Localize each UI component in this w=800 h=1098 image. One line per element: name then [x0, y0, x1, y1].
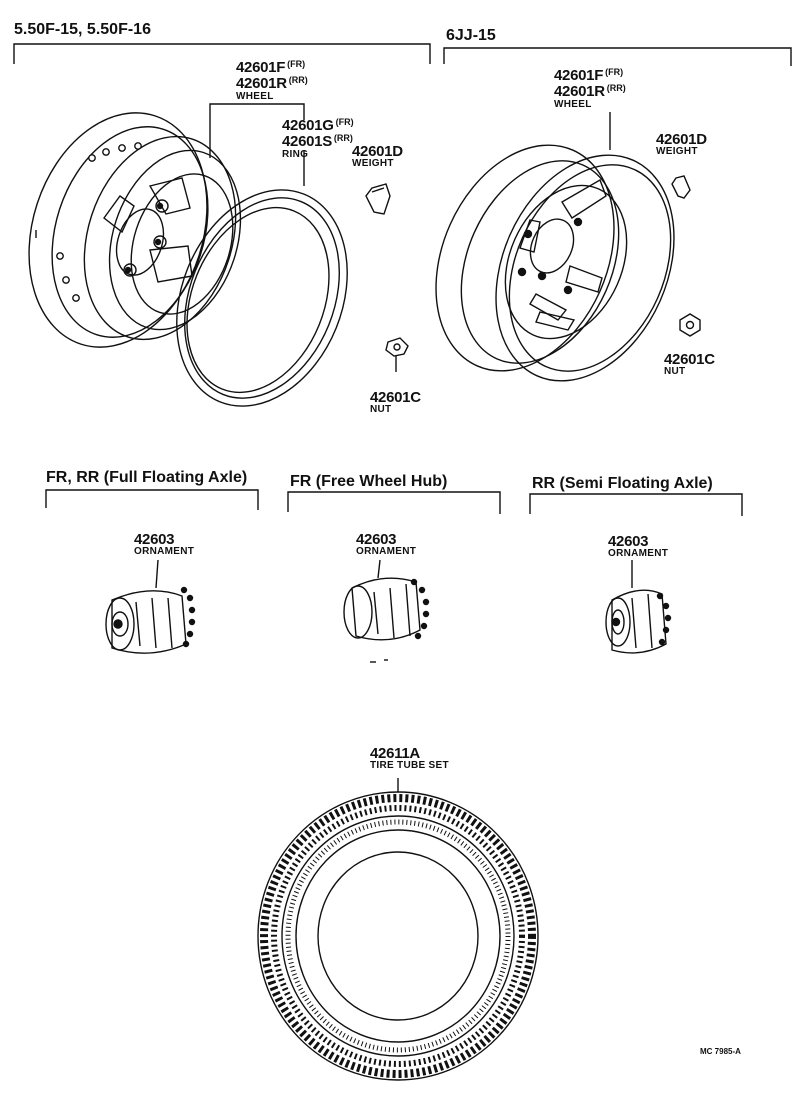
ornament-1-drawing — [106, 560, 195, 653]
part-label-nut-left: 42601C NUT — [370, 389, 421, 415]
part-label-ornament-3: 42603 ORNAMENT — [608, 533, 669, 559]
bracket-full-floating — [46, 490, 258, 510]
part-label-ornament-1: 42603 ORNAMENT — [134, 531, 195, 557]
part-label-ring: 42601G(FR) 42601S(RR) RING — [282, 117, 354, 160]
bracket-free-wheel — [288, 492, 500, 514]
bracket-left-wheel — [14, 44, 430, 64]
group-label-free-wheel: FR (Free Wheel Hub) — [290, 473, 448, 490]
right-wheel-drawing — [402, 112, 708, 409]
left-wheel-drawing — [0, 90, 408, 432]
part-label-wheel-right: 42601F(FR) 42601R(RR) WHEEL — [554, 67, 626, 110]
group-label-full-floating: FR, RR (Full Floating Axle) — [46, 469, 248, 486]
bracket-right-wheel — [444, 48, 791, 66]
part-label-ornament-2: 42603 ORNAMENT — [356, 531, 417, 557]
group-label-right-wheel: 6JJ-15 — [446, 27, 496, 44]
tire-drawing — [258, 778, 538, 1080]
part-label-tire: 42611A TIRE TUBE SET — [370, 745, 449, 771]
figure-code: MC 7985-A — [700, 1047, 741, 1056]
ornament-3-drawing — [606, 560, 671, 653]
part-label-wheel-left: 42601F(FR) 42601R(RR) WHEEL — [236, 59, 308, 102]
ornament-2-drawing — [344, 560, 429, 662]
part-label-weight-right: 42601D WEIGHT — [656, 131, 707, 157]
part-label-nut-right: 42601C NUT — [664, 351, 715, 377]
part-label-weight-left: 42601D WEIGHT — [352, 143, 403, 169]
bracket-semi-floating — [530, 494, 742, 516]
group-label-semi-floating: RR (Semi Floating Axle) — [532, 475, 713, 492]
group-label-left-wheel: 5.50F-15, 5.50F-16 — [14, 21, 151, 38]
